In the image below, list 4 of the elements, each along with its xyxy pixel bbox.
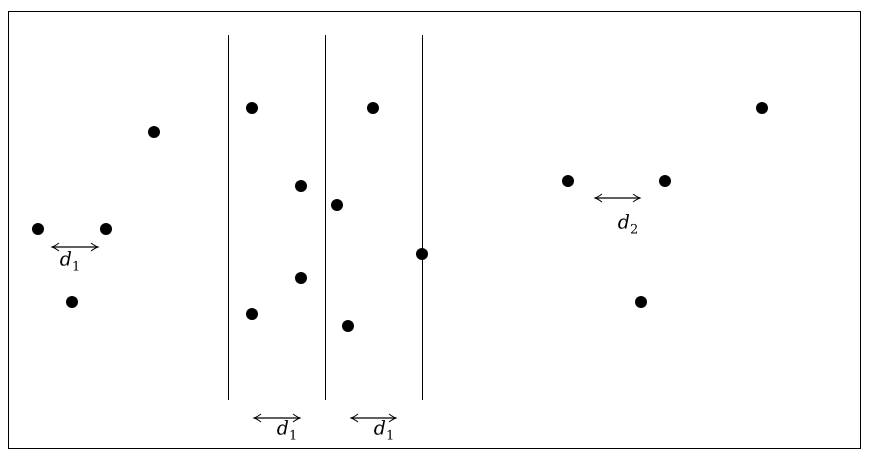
distance-label: d$_{2}$ xyxy=(618,214,638,236)
distance-label: d$_{1}$ xyxy=(374,420,394,442)
distance-label: d$_{1}$ xyxy=(276,420,298,442)
distance-label: d$_{1}$ xyxy=(60,250,80,274)
